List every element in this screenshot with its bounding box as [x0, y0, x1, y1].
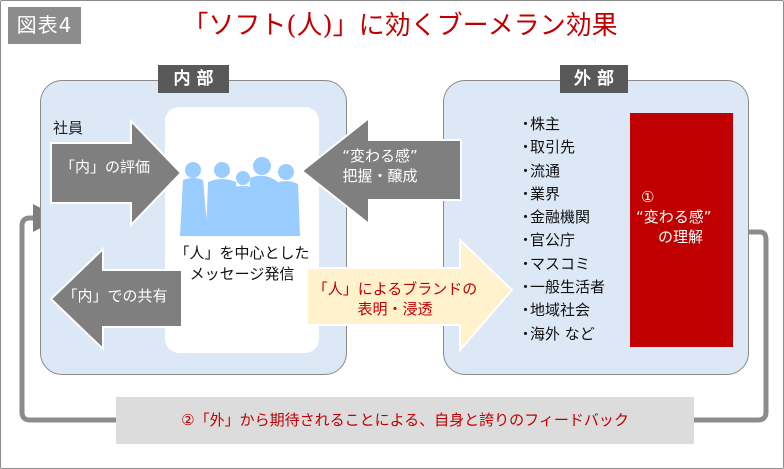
message-caption-line2: メッセージ発信 — [189, 265, 295, 283]
message-caption: 「人」を中心とした メッセージ発信 — [165, 243, 319, 285]
bullet-icon: ・ — [518, 208, 534, 227]
list-item: ・一般生活者 — [518, 276, 605, 299]
list-item: ・マスコミ — [518, 253, 605, 276]
step-number-1: ① — [641, 188, 655, 206]
change-sense-line2: 把握・醸成 — [342, 167, 418, 185]
understanding-line1: “変わる感” — [636, 208, 712, 226]
message-caption-line1: 「人」を中心とした — [174, 244, 310, 262]
brand-arrow-line1: 「人」によるブランドの — [312, 280, 478, 298]
list-item: ・流通 — [518, 160, 605, 183]
list-item: ・金融機関 — [518, 206, 605, 229]
internal-tab: 内部 — [158, 65, 229, 93]
list-item: ・株主 — [518, 113, 605, 136]
evaluation-arrow-label: 「内」の評価 — [59, 158, 150, 176]
evaluation-arrow — [50, 118, 183, 228]
change-sense-line1: “変わる感” — [342, 147, 418, 165]
figure-title: 「ソフト(人)」に効くブーメラン効果 — [182, 11, 618, 41]
bullet-icon: ・ — [518, 161, 534, 180]
understanding-line2: の理解 — [658, 228, 704, 246]
bullet-icon: ・ — [518, 278, 534, 297]
brand-arrow-line2: 表明・浸透 — [357, 300, 433, 318]
bullet-icon: ・ — [518, 184, 534, 203]
brand-arrow — [306, 237, 514, 353]
brand-arrow-label: 「人」によるブランドの 表明・浸透 — [295, 279, 495, 319]
bullet-icon: ・ — [518, 115, 534, 133]
list-item: ・地域社会 — [518, 299, 605, 322]
feedback-bar: ②「外」から期待されることによる、自身と誇りのフィードバック — [116, 397, 694, 444]
bullet-icon: ・ — [518, 231, 534, 250]
people-group-icon — [180, 157, 300, 236]
change-sense-arrow — [300, 115, 462, 227]
list-item: ・海外 など — [518, 323, 605, 346]
figure-badge: 図表4 — [8, 7, 81, 44]
bullet-icon: ・ — [518, 301, 534, 320]
external-tab: 外部 — [560, 65, 628, 93]
list-item: ・官公庁 — [518, 229, 605, 252]
bullet-icon: ・ — [518, 324, 534, 343]
employees-label: 社員 — [53, 119, 84, 137]
understanding-box — [630, 113, 733, 347]
list-item: ・業界 — [518, 183, 605, 206]
bullet-icon: ・ — [518, 254, 534, 273]
sharing-arrow-label: 「内」での共有 — [62, 287, 168, 305]
change-sense-arrow-label: “変わる感” 把握・醸成 — [330, 146, 430, 186]
understanding-text: ① “変わる感” の理解 — [630, 187, 733, 247]
sharing-arrow — [49, 246, 183, 352]
list-item: ・取引先 — [518, 136, 605, 159]
stakeholder-list: ・株主 ・取引先 ・流通 ・業界 ・金融機関 ・官公庁 ・マスコミ ・一般生活者… — [518, 113, 605, 346]
bullet-icon: ・ — [518, 138, 534, 157]
